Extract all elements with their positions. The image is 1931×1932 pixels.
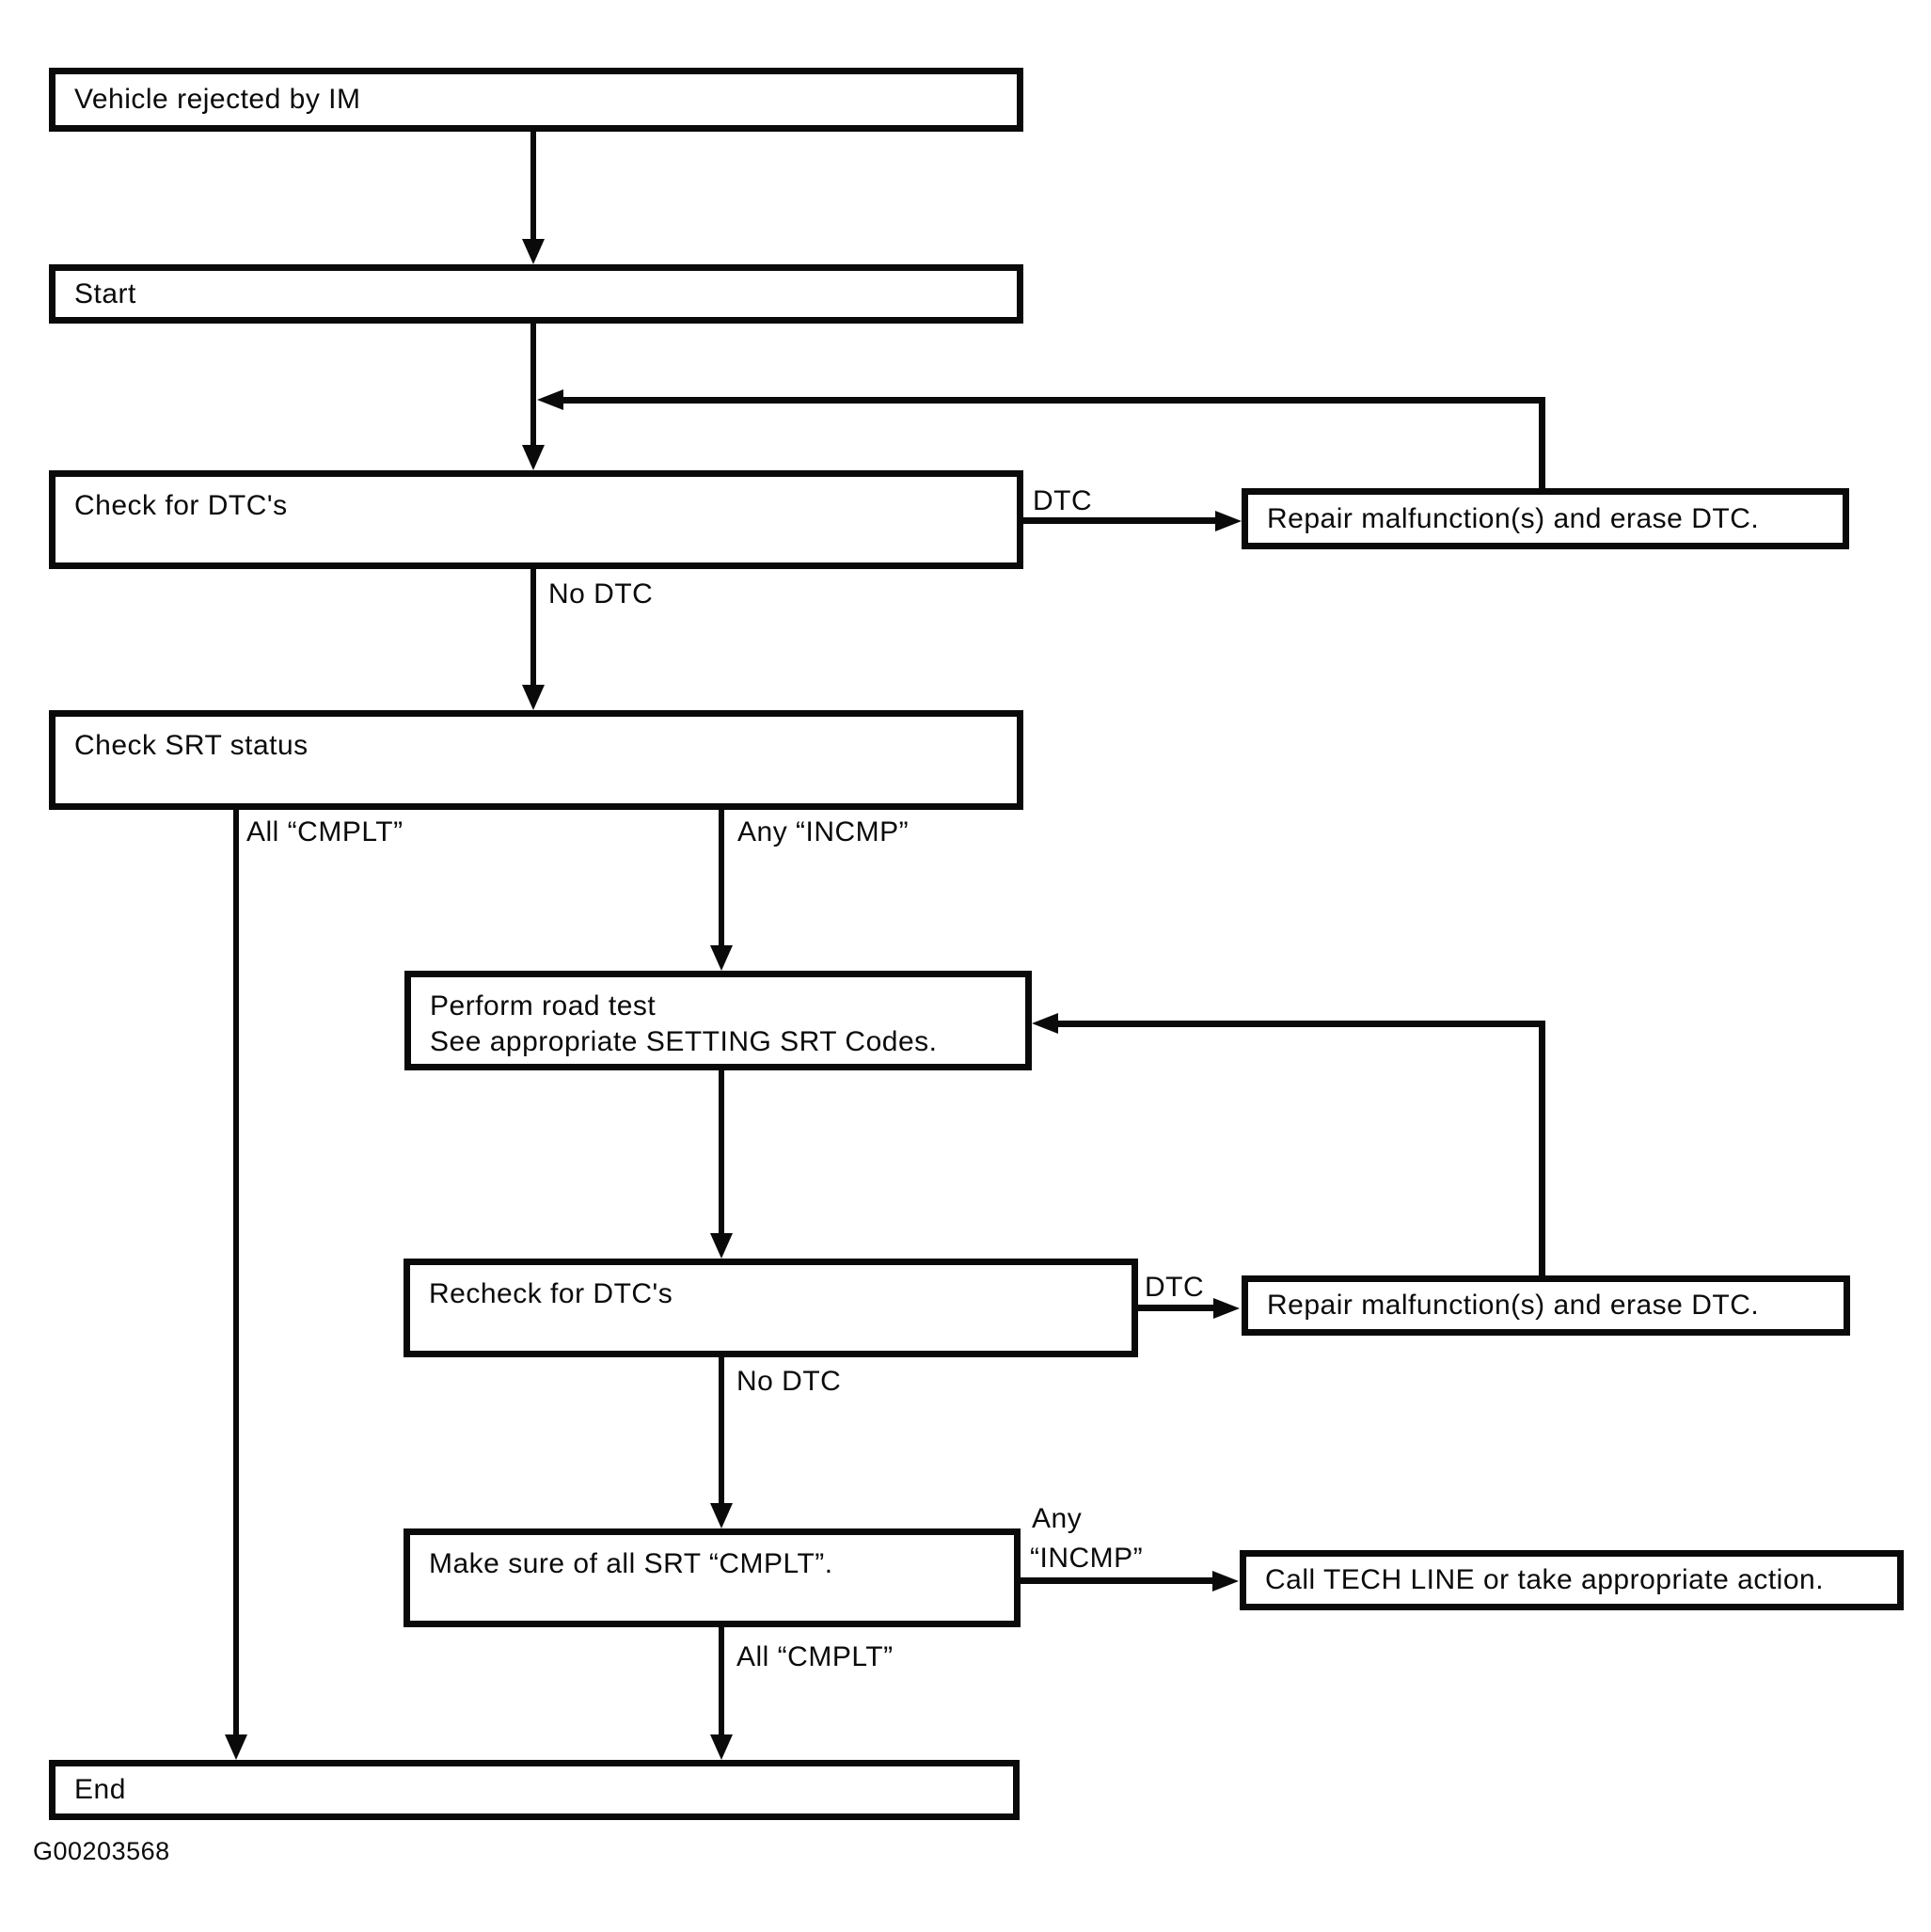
node-make-sure-srt-label: Make sure of all SRT “CMPLT”. (429, 1548, 833, 1579)
node-make-sure-srt: Make sure of all SRT “CMPLT”. (404, 1528, 1021, 1627)
edge-make-sure-to-call-tech-line (1021, 1577, 1215, 1584)
edge-make-sure-to-call-tech-arrowhead-icon (1212, 1571, 1239, 1592)
node-repair-malfunction-2-label: Repair malfunction(s) and erase DTC. (1267, 1290, 1760, 1322)
edge-make-sure-to-end-arrowhead-icon (710, 1734, 733, 1760)
edge-start-to-check-dtc-arrowhead-icon (522, 445, 545, 470)
edge-repair2-feedback-horizontal-line (1055, 1021, 1545, 1027)
edge-label-all-cmplt-2: All “CMPLT” (736, 1641, 894, 1672)
edge-repair2-feedback-vertical-line (1539, 1021, 1545, 1275)
node-perform-road-test-line1: Perform road test (430, 990, 657, 1021)
edge-recheck-to-make-sure-line (719, 1357, 724, 1504)
edge-recheck-to-make-sure-arrowhead-icon (710, 1503, 733, 1528)
node-recheck-dtc: Recheck for DTC's (404, 1259, 1138, 1357)
edge-label-any-incmp-2-line1: Any (1032, 1503, 1083, 1534)
edge-check-srt-to-end-arrowhead-icon (225, 1734, 247, 1760)
edge-repair1-feedback-vertical-line (1539, 397, 1545, 488)
node-check-dtc-label: Check for DTC's (74, 490, 288, 521)
node-start: Start (49, 264, 1023, 324)
node-check-srt-status-label: Check SRT status (74, 730, 309, 761)
node-check-srt-status: Check SRT status (49, 710, 1023, 810)
edge-recheck-to-repair2-line (1138, 1305, 1217, 1311)
edge-repair1-feedback-arrowhead-icon (537, 389, 563, 410)
edge-label-any-incmp-2-line2: “INCMP” (1030, 1543, 1144, 1574)
edge-check-srt-to-end-line (233, 810, 239, 1736)
node-check-dtc: Check for DTC's (49, 470, 1023, 569)
node-start-label: Start (74, 277, 136, 309)
edge-make-sure-to-end-line (719, 1627, 724, 1736)
edge-repair2-feedback-arrowhead-icon (1032, 1013, 1058, 1034)
node-end-label: End (74, 1774, 126, 1806)
node-perform-road-test-line2: See appropriate SETTING SRT Codes. (430, 1025, 938, 1057)
edge-repair1-feedback-horizontal-line (561, 397, 1545, 404)
edge-vehicle-to-start-line (530, 132, 536, 242)
edge-check-dtc-to-check-srt-line (530, 569, 536, 687)
edge-check-dtc-to-repair1-arrowhead-icon (1215, 511, 1242, 531)
edge-label-all-cmplt-1: All “CMPLT” (246, 816, 404, 847)
figure-code: G00203568 (33, 1837, 170, 1865)
edge-vehicle-to-start-arrowhead-icon (522, 239, 545, 264)
edge-perform-to-recheck-arrowhead-icon (710, 1233, 733, 1259)
node-end: End (49, 1760, 1020, 1820)
node-repair-malfunction-1-label: Repair malfunction(s) and erase DTC. (1267, 502, 1760, 534)
node-call-tech-line-label: Call TECH LINE or take appropriate actio… (1265, 1564, 1825, 1596)
node-repair-malfunction-2: Repair malfunction(s) and erase DTC. (1242, 1275, 1850, 1336)
edge-check-dtc-to-repair1-line (1023, 517, 1219, 524)
node-call-tech-line: Call TECH LINE or take appropriate actio… (1240, 1550, 1904, 1610)
node-repair-malfunction-1: Repair malfunction(s) and erase DTC. (1242, 488, 1849, 549)
edge-label-dtc-2: DTC (1145, 1272, 1205, 1303)
edge-label-any-incmp-1: Any “INCMP” (737, 816, 910, 847)
edge-perform-to-recheck-line (719, 1070, 724, 1234)
edge-label-dtc-1: DTC (1033, 485, 1093, 516)
edge-label-no-dtc-1: No DTC (548, 578, 654, 610)
node-vehicle-rejected-label: Vehicle rejected by IM (74, 84, 361, 116)
edge-check-srt-to-perform-line (719, 810, 724, 948)
edge-recheck-to-repair2-arrowhead-icon (1213, 1298, 1240, 1319)
edge-start-to-check-dtc-line (530, 324, 536, 447)
edge-label-no-dtc-2: No DTC (736, 1366, 842, 1397)
node-perform-road-test: Perform road test See appropriate SETTIN… (404, 971, 1032, 1070)
edge-check-srt-to-perform-arrowhead-icon (710, 945, 733, 971)
node-vehicle-rejected: Vehicle rejected by IM (49, 68, 1023, 132)
node-recheck-dtc-label: Recheck for DTC's (429, 1278, 673, 1309)
edge-check-dtc-to-check-srt-arrowhead-icon (522, 685, 545, 710)
